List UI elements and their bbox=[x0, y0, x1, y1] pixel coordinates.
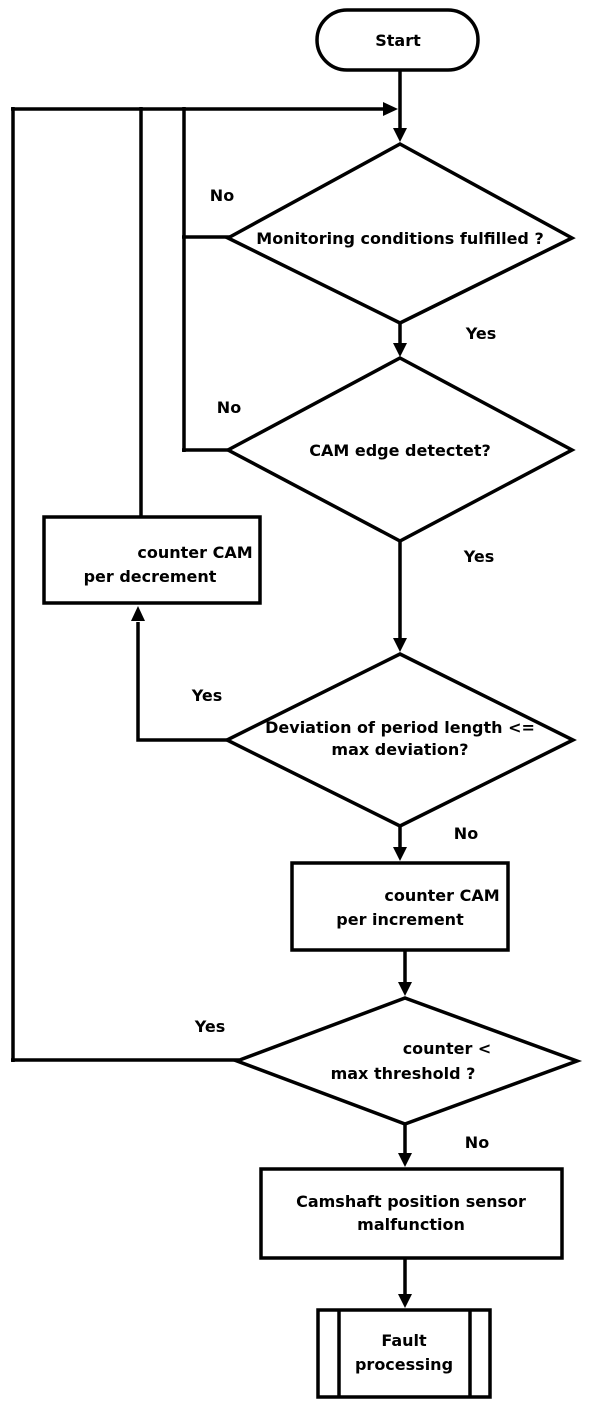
monitoring-label: Monitoring conditions fulfilled ? bbox=[256, 229, 543, 248]
increment-label-line2: per increment bbox=[336, 910, 464, 929]
arrow-down-into-threshold-icon bbox=[398, 982, 412, 996]
monitoring-decision-shape bbox=[224, 142, 576, 325]
start-terminator-shape bbox=[315, 8, 480, 72]
arrow-down-into-deviation-icon bbox=[393, 638, 407, 652]
threshold-decision-shape bbox=[232, 996, 583, 1126]
malfunction-process-shape bbox=[259, 1167, 564, 1260]
arrow-down-into-increment-icon bbox=[393, 847, 407, 861]
node-labels-group: Start Monitoring conditions fulfilled ? … bbox=[84, 31, 544, 1374]
deviation-no-label: No bbox=[454, 824, 478, 843]
increment-label-line1: counter CAM bbox=[384, 886, 499, 905]
edge-deviation-yes bbox=[136, 622, 229, 742]
threshold-no-label: No bbox=[465, 1133, 489, 1152]
camedge-no-label: No bbox=[217, 398, 241, 417]
camedge-label: CAM edge detectet? bbox=[309, 441, 491, 460]
fault-label-line1: Fault bbox=[381, 1331, 427, 1350]
deviation-label-line2: max deviation? bbox=[331, 740, 468, 759]
monitoring-no-label: No bbox=[210, 186, 234, 205]
malfunction-label-line2: malfunction bbox=[357, 1215, 465, 1234]
edges-group bbox=[11, 70, 407, 1295]
arrow-down-into-monitoring-icon bbox=[393, 128, 407, 142]
decrement-process-shape bbox=[42, 515, 262, 605]
camedge-decision-shape bbox=[224, 356, 576, 543]
threshold-yes-label: Yes bbox=[194, 1017, 226, 1036]
arrow-right-top-junction-icon bbox=[383, 102, 398, 116]
deviation-decision-shape bbox=[223, 652, 577, 828]
nodes-group bbox=[42, 8, 583, 1399]
increment-process-shape bbox=[290, 861, 510, 952]
arrow-down-into-camedge-icon bbox=[393, 343, 407, 357]
malfunction-label-line1: Camshaft position sensor bbox=[296, 1192, 526, 1211]
threshold-label-line2: max threshold ? bbox=[331, 1064, 476, 1083]
arrowheads-group bbox=[131, 102, 412, 1308]
arrow-up-into-decrement-icon bbox=[131, 606, 145, 621]
fault-predefined-shape bbox=[316, 1308, 492, 1399]
decrement-label-line1: counter CAM bbox=[137, 543, 252, 562]
deviation-yes-label: Yes bbox=[191, 686, 223, 705]
edge-labels-group: No Yes No Yes Yes No Yes No bbox=[191, 186, 497, 1152]
arrow-down-into-malfunction-icon bbox=[398, 1153, 412, 1167]
deviation-label-line1: Deviation of period length <= bbox=[265, 718, 535, 737]
monitoring-yes-label: Yes bbox=[465, 324, 497, 343]
threshold-label-line1: counter < bbox=[403, 1039, 492, 1058]
decrement-label-line2: per decrement bbox=[84, 567, 217, 586]
fault-label-line2: processing bbox=[355, 1355, 453, 1374]
arrow-down-into-fault-icon bbox=[398, 1294, 412, 1308]
camedge-yes-label: Yes bbox=[463, 547, 495, 566]
start-label: Start bbox=[375, 31, 421, 50]
